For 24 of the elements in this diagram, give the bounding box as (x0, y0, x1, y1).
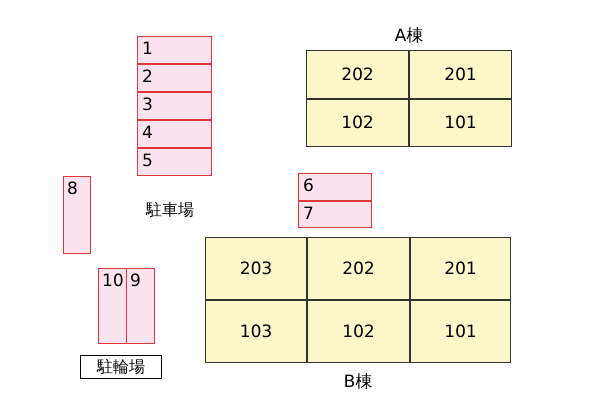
parking-space: 3 (137, 92, 212, 120)
area-label: 駐車場 (146, 200, 194, 221)
apartment-unit: 201 (410, 237, 511, 300)
apartment-unit: 202 (307, 237, 410, 300)
apartment-unit: 103 (205, 300, 307, 363)
apartment-unit: 203 (205, 237, 307, 300)
parking-space: 10 (98, 268, 127, 344)
parking-space: 1 (137, 36, 212, 64)
parking-space: 6 (298, 173, 372, 201)
building-label: B棟 (342, 371, 374, 393)
parking-space: 5 (137, 148, 212, 176)
apartment-unit: 101 (409, 99, 512, 147)
apartment-unit: 101 (410, 300, 511, 363)
apartment-unit: 201 (409, 50, 512, 99)
parking-space: 8 (63, 176, 91, 254)
parking-space: 7 (298, 201, 372, 228)
apartment-unit: 202 (306, 50, 409, 99)
parking-space: 9 (126, 268, 155, 344)
apartment-unit: 102 (307, 300, 410, 363)
parking-space: 2 (137, 64, 212, 92)
building-label: A棟 (394, 25, 424, 47)
area-sign: 駐輪場 (80, 355, 162, 379)
parking-space: 4 (137, 120, 212, 148)
apartment-unit: 102 (306, 99, 409, 147)
